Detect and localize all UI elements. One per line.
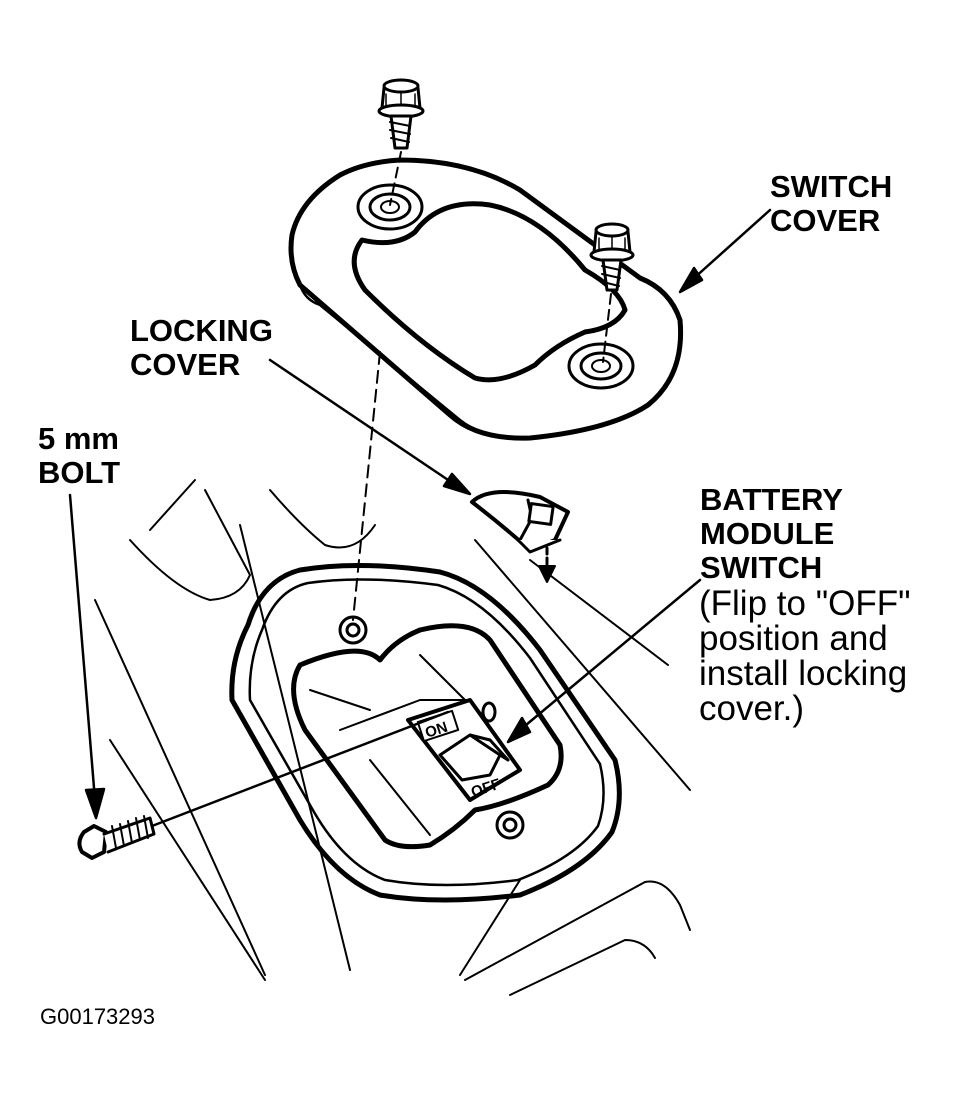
- switch-cover-label-line2: COVER: [770, 203, 881, 238]
- battery-switch-label: BATTERY MODULE SWITCH: [700, 483, 843, 585]
- switch-cover-label: SWITCH COVER: [770, 170, 892, 238]
- battery-switch-note-line2: position and: [699, 619, 888, 658]
- bolt-label-line1: 5 mm: [38, 421, 119, 456]
- switch-cover: [288, 157, 684, 441]
- battery-switch-label-line2: MODULE: [700, 516, 835, 551]
- bolt-label: 5 mm BOLT: [38, 422, 120, 490]
- locking-cover-label: LOCKING COVER: [130, 314, 273, 382]
- switch-housing: [229, 562, 622, 903]
- alignment-line: [352, 351, 381, 621]
- battery-switch-note-line3: install locking: [699, 654, 908, 693]
- battery-switch-note-line4: cover.): [699, 689, 805, 728]
- locking-cover: [470, 490, 570, 554]
- cover-bolt-left: [377, 78, 425, 206]
- switch-on-label: ON: [423, 719, 450, 742]
- switch-cover-label-line1: SWITCH: [770, 169, 893, 204]
- locking-cover-label-line1: LOCKING: [130, 313, 273, 348]
- cover-bolt-right: [589, 222, 635, 363]
- battery-switch-label-line1: BATTERY: [700, 482, 843, 517]
- battery-switch-note: (Flip to "OFF" position and install lock…: [699, 586, 911, 726]
- switch-off-label: OFF: [469, 776, 503, 801]
- locking-cover-label-line2: COVER: [130, 347, 241, 382]
- figure-id: G00173293: [40, 1004, 155, 1029]
- battery-switch-label-line3: SWITCH: [700, 550, 823, 585]
- battery-module-switch: ON OFF: [406, 698, 522, 802]
- leader-lines: [68, 208, 772, 828]
- install-down-arrow: [538, 546, 556, 583]
- 5mm-bolt: [77, 815, 156, 860]
- bolt-label-line2: BOLT: [38, 455, 121, 490]
- battery-switch-note-line1: (Flip to "OFF": [699, 584, 911, 623]
